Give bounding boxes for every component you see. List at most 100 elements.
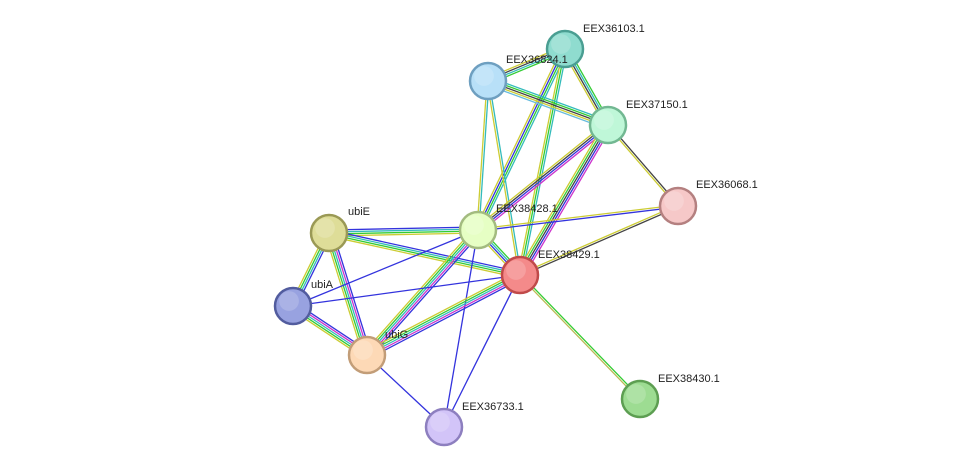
edge-line-yellow (515, 122, 606, 274)
edge-line-magenta (368, 230, 480, 357)
edge-line-blue (443, 229, 479, 428)
edge-eex37150-1-eex38428-1 (475, 122, 611, 233)
node-circle[interactable] (468, 61, 508, 101)
node-ubie[interactable] (309, 213, 349, 253)
edge-eex38429-1-ubia (292, 274, 521, 307)
edge-line-cyan (328, 228, 478, 233)
node-circle[interactable] (347, 335, 387, 375)
edge-line-blue (521, 125, 611, 277)
edge-line-yellow (475, 122, 607, 229)
node-highlight (594, 110, 614, 130)
edge-line-blue (476, 48, 565, 230)
edge-line-green (488, 78, 609, 124)
edge-line-magenta (330, 232, 370, 355)
node-label-eex38428-1: EEX38428.1 (496, 203, 558, 215)
node-circle[interactable] (273, 286, 313, 326)
node-highlight (353, 340, 373, 360)
node-label-eex38430-1: EEX38430.1 (658, 373, 720, 385)
edge-line-green (328, 233, 520, 277)
edge-eex36103-1-eex38429-1 (517, 48, 568, 276)
edge-line-yellow (477, 204, 678, 230)
node-circle[interactable] (545, 29, 585, 69)
edge-line-blue (368, 277, 523, 360)
edge-eex38428-1-ubig (363, 226, 482, 359)
node-label-eex36068-1: EEX36068.1 (696, 179, 758, 191)
edge-line-cyan (480, 50, 569, 232)
edge-line-green (478, 49, 567, 231)
labels-layer: EEX36103.1EEX36824.1EEX37150.1EEX36068.1… (311, 23, 758, 413)
edge-eex36824-1-eex38428-1 (476, 80, 490, 231)
node-label-eex38429-1: EEX38429.1 (538, 249, 600, 261)
edge-line-yellow (364, 270, 519, 353)
node-eex36824-1[interactable] (468, 61, 508, 101)
edge-line-green (365, 272, 520, 354)
edge-line-blue (369, 232, 482, 359)
node-circle[interactable] (588, 105, 628, 145)
node-circle[interactable] (309, 213, 349, 253)
node-ubia[interactable] (273, 286, 313, 326)
node-highlight (279, 291, 299, 311)
edge-line-cyan (489, 76, 610, 122)
edge-eex36824-1-eex38429-1 (486, 80, 522, 276)
node-highlight (664, 191, 684, 211)
edge-line-cyan (488, 80, 522, 275)
edge-line-magenta (479, 126, 611, 233)
edges-layer (289, 45, 680, 428)
edge-line-yellow (487, 82, 608, 128)
node-circle[interactable] (620, 379, 660, 419)
edge-line-yellow (519, 204, 678, 275)
node-circle[interactable] (424, 407, 464, 447)
edge-eex38429-1-eex38430-1 (518, 273, 642, 401)
node-circle[interactable] (500, 255, 540, 295)
nodes-layer (273, 29, 698, 447)
edge-line-yellow (324, 233, 364, 357)
node-highlight (430, 412, 450, 432)
edge-line-olive (518, 275, 640, 401)
node-circle[interactable] (458, 210, 498, 250)
edge-line-blue (292, 229, 479, 307)
node-label-eex36103-1: EEX36103.1 (583, 23, 645, 35)
node-eex36068-1[interactable] (658, 186, 698, 226)
edge-eex38429-1-eex36733-1 (443, 274, 521, 428)
edge-line-magenta (367, 276, 522, 358)
node-eex36733-1[interactable] (424, 407, 464, 447)
edge-line-blue (328, 226, 478, 231)
edge-eex38428-1-eex36733-1 (443, 229, 479, 428)
edge-line-cyan (521, 49, 568, 276)
edge-line-blue (292, 274, 521, 307)
node-highlight (464, 215, 484, 235)
edge-line-cyan (329, 231, 521, 275)
edge-line-blue (478, 206, 679, 232)
edge-eex36103-1-eex38428-1 (474, 47, 569, 232)
edge-line-black (476, 123, 608, 230)
node-highlight (474, 66, 494, 86)
edge-line-black (520, 206, 679, 277)
edge-eex38429-1-ubig (364, 270, 523, 360)
edge-line-lightblue (486, 84, 607, 130)
node-circle[interactable] (658, 186, 698, 226)
edge-line-black (487, 80, 609, 126)
edge-line-green (517, 123, 607, 275)
edge-line-black (519, 124, 609, 276)
edge-line-cyan (328, 232, 368, 356)
edge-line-magenta (522, 126, 613, 278)
node-eex38430-1[interactable] (620, 379, 660, 419)
edge-line-green (520, 273, 642, 399)
edge-line-cyan (366, 229, 479, 356)
node-highlight (315, 218, 335, 238)
node-eex38429-1[interactable] (500, 255, 540, 295)
node-highlight (551, 34, 571, 54)
node-label-ubie: ubiE (348, 206, 370, 218)
node-label-eex36824-1: EEX36824.1 (506, 54, 568, 66)
node-eex36103-1[interactable] (545, 29, 585, 69)
edge-line-cyan (478, 81, 490, 231)
edge-line-blue (443, 274, 521, 428)
edge-line-yellow (328, 235, 520, 279)
node-eex38428-1[interactable] (458, 210, 498, 250)
node-label-ubig: ubiG (385, 329, 408, 341)
edge-line-yellow (476, 80, 488, 230)
node-eex37150-1[interactable] (588, 105, 628, 145)
edge-eex38428-1-ubia (292, 229, 479, 307)
node-ubig[interactable] (347, 335, 387, 375)
